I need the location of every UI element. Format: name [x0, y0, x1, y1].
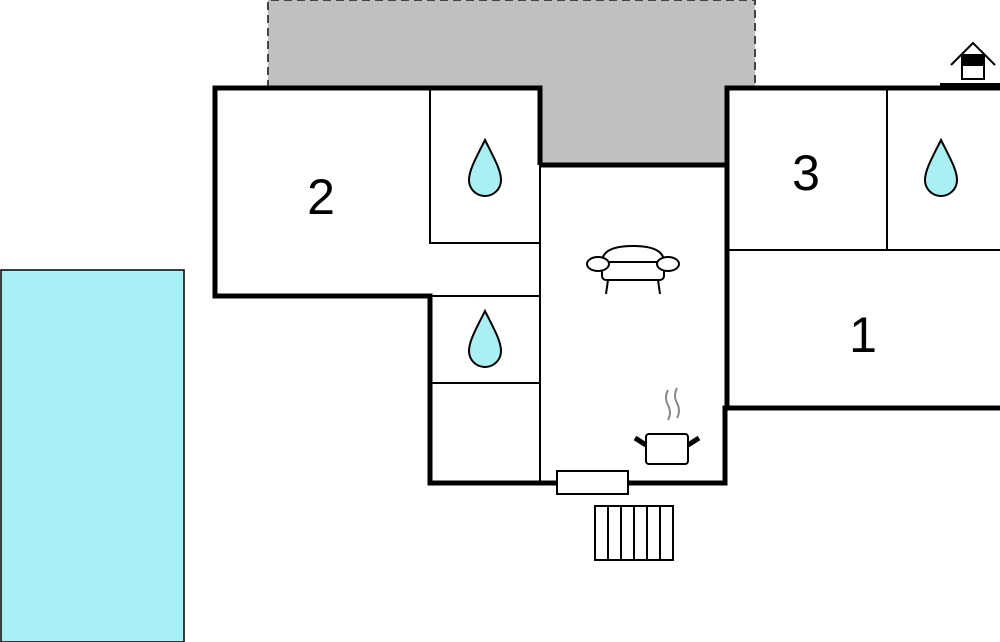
- exterior-walls: [212, 85, 1000, 486]
- water-drop-icon: [467, 308, 503, 368]
- steps-icon: [594, 505, 674, 561]
- entrance-door: [556, 470, 629, 495]
- room-label-1: 1: [849, 307, 877, 363]
- interior-walls: [429, 88, 1000, 483]
- swimming-pool: [0, 269, 185, 642]
- sofa-icon: [586, 244, 680, 295]
- covered-terrace: [267, 0, 756, 165]
- room-label-3: 3: [792, 145, 820, 201]
- room-label-2: 2: [307, 169, 335, 225]
- house-icon: [940, 41, 1000, 87]
- cooking-pot-icon: [633, 387, 701, 465]
- water-drop-icon: [923, 137, 959, 197]
- water-drop-icon: [467, 137, 503, 197]
